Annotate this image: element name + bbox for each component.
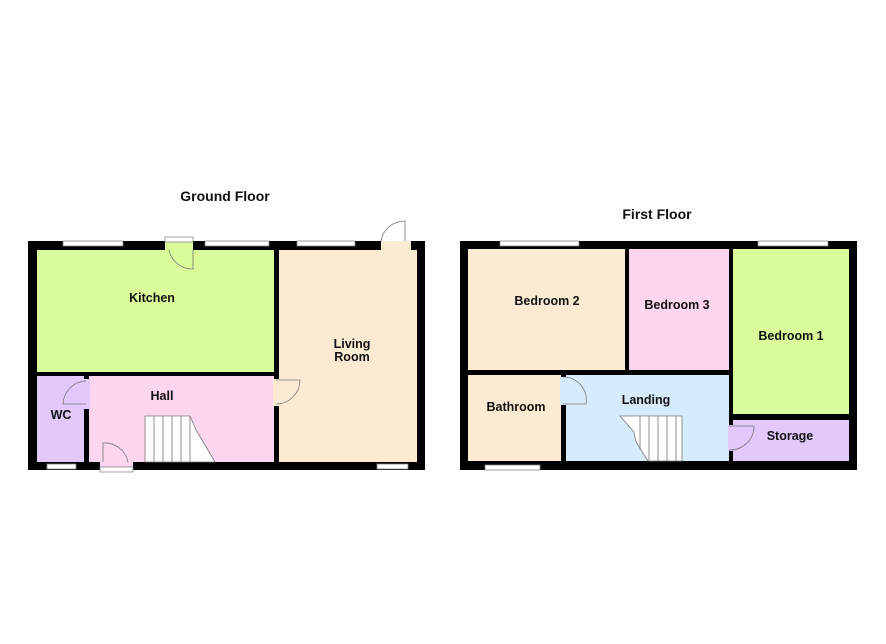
bedroom-3-label: Bedroom 3	[644, 298, 709, 312]
staircase	[144, 415, 216, 463]
window	[62, 240, 124, 247]
wc-label: WC	[51, 408, 72, 422]
window	[204, 240, 270, 247]
window	[46, 463, 77, 470]
storage-room[interactable]	[733, 420, 849, 461]
front-door-gap	[100, 462, 133, 470]
landing-label: Landing	[622, 393, 671, 407]
bedroom-2-room[interactable]	[468, 249, 625, 370]
window	[484, 464, 541, 471]
bathroom-doorway	[560, 377, 567, 405]
bedroom-3-room[interactable]	[629, 249, 729, 370]
storage-doorway	[728, 425, 734, 451]
kitchen-door-frame	[164, 236, 194, 243]
front-door-frame	[99, 466, 134, 473]
living-room-door[interactable]	[275, 379, 301, 405]
window	[499, 240, 580, 247]
staircase	[619, 415, 683, 462]
ground-floor-title: Ground Floor	[180, 188, 270, 204]
bedroom-1-label: Bedroom 1	[758, 329, 823, 343]
wc-door[interactable]	[62, 380, 87, 405]
front-door[interactable]	[102, 442, 129, 463]
bathroom-door[interactable]	[562, 376, 587, 405]
wc-room[interactable]	[37, 376, 84, 462]
garden-door-gap	[381, 241, 411, 250]
wc-doorway	[84, 379, 90, 409]
storage-door[interactable]	[728, 425, 755, 451]
bathroom-label: Bathroom	[486, 400, 545, 414]
kitchen-room[interactable]	[37, 250, 274, 372]
ground-floor: Ground Floor	[28, 188, 425, 473]
window	[376, 463, 409, 470]
kitchen-door[interactable]	[168, 249, 194, 270]
storage-label: Storage	[767, 429, 814, 443]
bedroom-2-label: Bedroom 2	[514, 294, 579, 308]
first-floor: First Floor Bedroom 2 Bedroom 3 Bedroom …	[460, 206, 857, 471]
living-room[interactable]	[279, 250, 417, 462]
hall-label: Hall	[151, 389, 174, 403]
bathroom-room[interactable]	[468, 375, 561, 461]
window	[296, 240, 356, 247]
garden-door[interactable]	[380, 220, 406, 242]
living-doorway	[273, 379, 280, 406]
living-room-label-line2: Room	[334, 350, 369, 364]
living-room-label-line1: Living	[334, 337, 371, 351]
kitchen-door-gap	[165, 241, 193, 250]
kitchen-label: Kitchen	[129, 291, 175, 305]
bedroom-1-room[interactable]	[733, 249, 849, 414]
first-floor-title: First Floor	[622, 206, 692, 222]
window	[757, 240, 829, 247]
